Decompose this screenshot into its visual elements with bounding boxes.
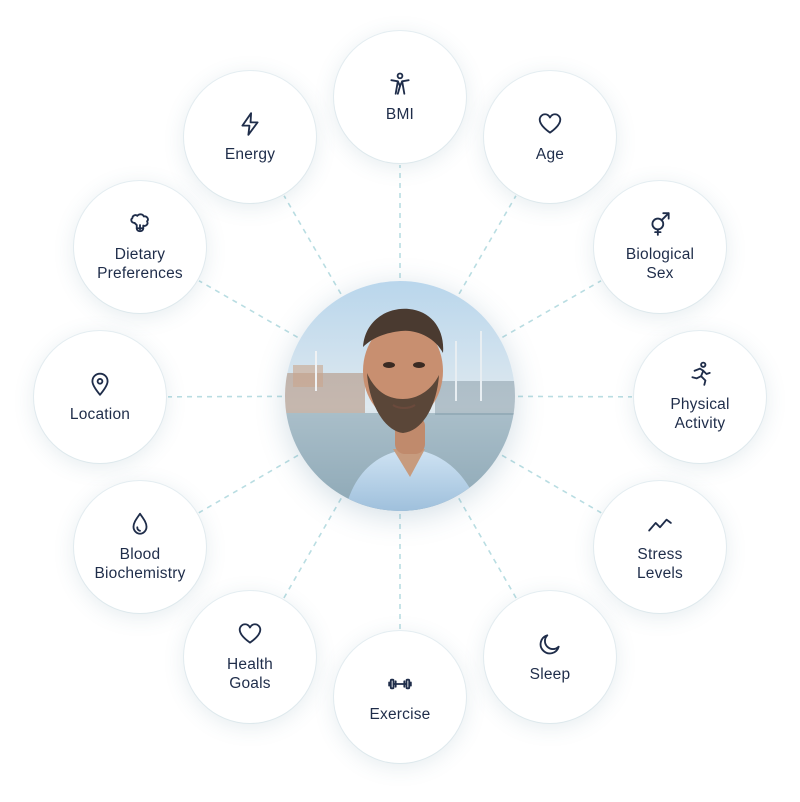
person-icon — [387, 71, 413, 97]
node-label: Biological Sex — [625, 246, 695, 282]
location-pin-icon — [87, 371, 113, 397]
node-label: Stress Levels — [636, 546, 683, 582]
node-label: Blood Biochemistry — [94, 546, 186, 582]
node-label: BMI — [385, 105, 415, 123]
connector-age — [458, 195, 517, 295]
node-label: Energy — [224, 145, 276, 163]
node-age[interactable]: Age — [484, 71, 616, 203]
node-label: Health Goals — [226, 656, 273, 692]
connector-biological-sex — [502, 280, 602, 338]
dumbbell-icon — [387, 671, 413, 697]
node-health-goals[interactable]: Health Goals — [184, 591, 316, 723]
connector-blood-biochemistry — [198, 454, 299, 514]
node-stress-levels[interactable]: Stress Levels — [594, 481, 726, 613]
node-energy[interactable]: Energy — [184, 71, 316, 203]
node-label: Sleep — [529, 665, 571, 683]
drop-icon — [127, 511, 153, 537]
heart-icon — [537, 111, 563, 137]
moon-icon — [537, 631, 563, 657]
center-portrait — [285, 281, 515, 511]
runner-icon — [687, 361, 713, 387]
node-exercise[interactable]: Exercise — [334, 631, 466, 763]
node-sleep[interactable]: Sleep — [484, 591, 616, 723]
node-biological-sex[interactable]: Biological Sex — [594, 181, 726, 313]
node-label: Physical Activity — [670, 396, 730, 432]
node-physical-activity[interactable]: Physical Activity — [634, 331, 766, 463]
heart-icon — [237, 621, 263, 647]
node-blood-biochemistry[interactable]: Blood Biochemistry — [74, 481, 206, 613]
trend-line-icon — [647, 511, 673, 537]
node-label: Exercise — [369, 705, 431, 723]
connector-health-goals — [283, 497, 342, 599]
node-label: Age — [535, 145, 565, 163]
node-label: Location — [69, 405, 131, 423]
connector-energy — [283, 195, 342, 295]
lightning-icon — [237, 111, 263, 137]
gender-icon — [647, 211, 673, 237]
connector-stress-levels — [501, 454, 602, 514]
node-dietary-preferences[interactable]: Dietary Preferences — [74, 181, 206, 313]
broccoli-icon — [127, 211, 153, 237]
connector-sleep — [458, 497, 517, 599]
node-bmi[interactable]: BMI — [334, 31, 466, 163]
connector-dietary-preferences — [198, 280, 298, 338]
node-location[interactable]: Location — [34, 331, 166, 463]
node-label: Dietary Preferences — [97, 246, 183, 282]
